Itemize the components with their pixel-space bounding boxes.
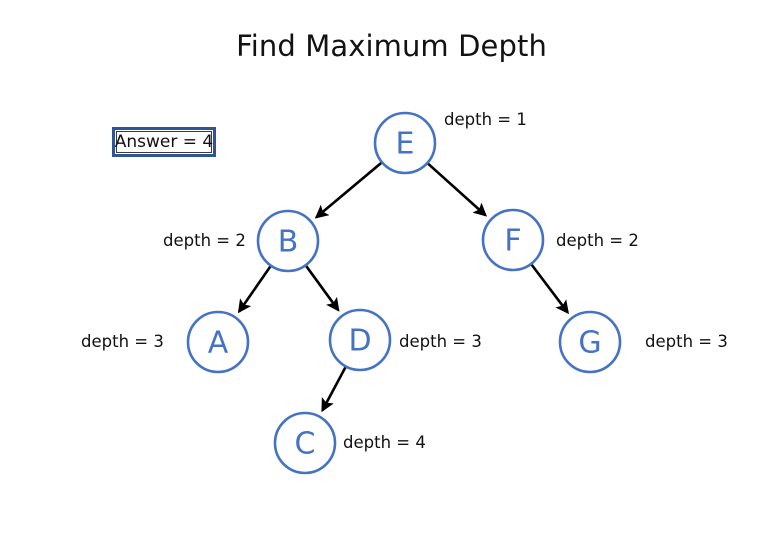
tree-node-f[interactable]: F [481,208,545,272]
depth-label-g: depth = 3 [645,332,728,351]
node-circle-a [186,310,250,374]
tree-node-a[interactable]: A [186,310,250,374]
node-label-g: G [578,326,601,361]
page-title: Find Maximum Depth [236,29,547,63]
tree-edge-f-g [530,263,569,315]
node-label-f: F [504,224,521,259]
tree-node-c[interactable]: C [273,411,337,475]
tree-nodes: E B F A D G C [186,111,622,475]
depth-label-c: depth = 4 [343,433,426,452]
answer-box: Answer = 4 [112,127,216,157]
tree-edge-e-f [427,162,488,217]
node-circle-e [373,111,437,175]
node-circle-c [273,411,337,475]
depth-label-d: depth = 3 [399,332,482,351]
tree-node-b[interactable]: B [256,209,320,273]
tree-edges [237,161,569,413]
tree-edge-e-b [314,161,383,219]
tree-edge-b-d [305,265,340,312]
node-circle-d [328,308,392,372]
tree-node-g[interactable]: G [558,310,622,374]
answer-text: Answer = 4 [114,131,214,152]
depth-label-a: depth = 3 [81,332,164,351]
node-label-d: D [348,324,371,359]
node-label-a: A [208,326,229,361]
tree-node-d[interactable]: D [328,308,392,372]
tree-node-e[interactable]: E [373,111,437,175]
depth-label-f: depth = 2 [556,231,639,250]
tree-edge-b-a [237,265,272,314]
node-label-e: E [396,127,415,162]
node-circle-b [256,209,320,273]
answer-box-inner: Answer = 4 [114,131,214,153]
depth-label-b: depth = 2 [163,231,246,250]
depth-label-e: depth = 1 [444,110,527,129]
node-label-c: C [295,427,316,462]
tree-edge-d-c [321,366,347,413]
node-label-b: B [278,225,299,260]
node-circle-f [481,208,545,272]
node-circle-g [558,310,622,374]
